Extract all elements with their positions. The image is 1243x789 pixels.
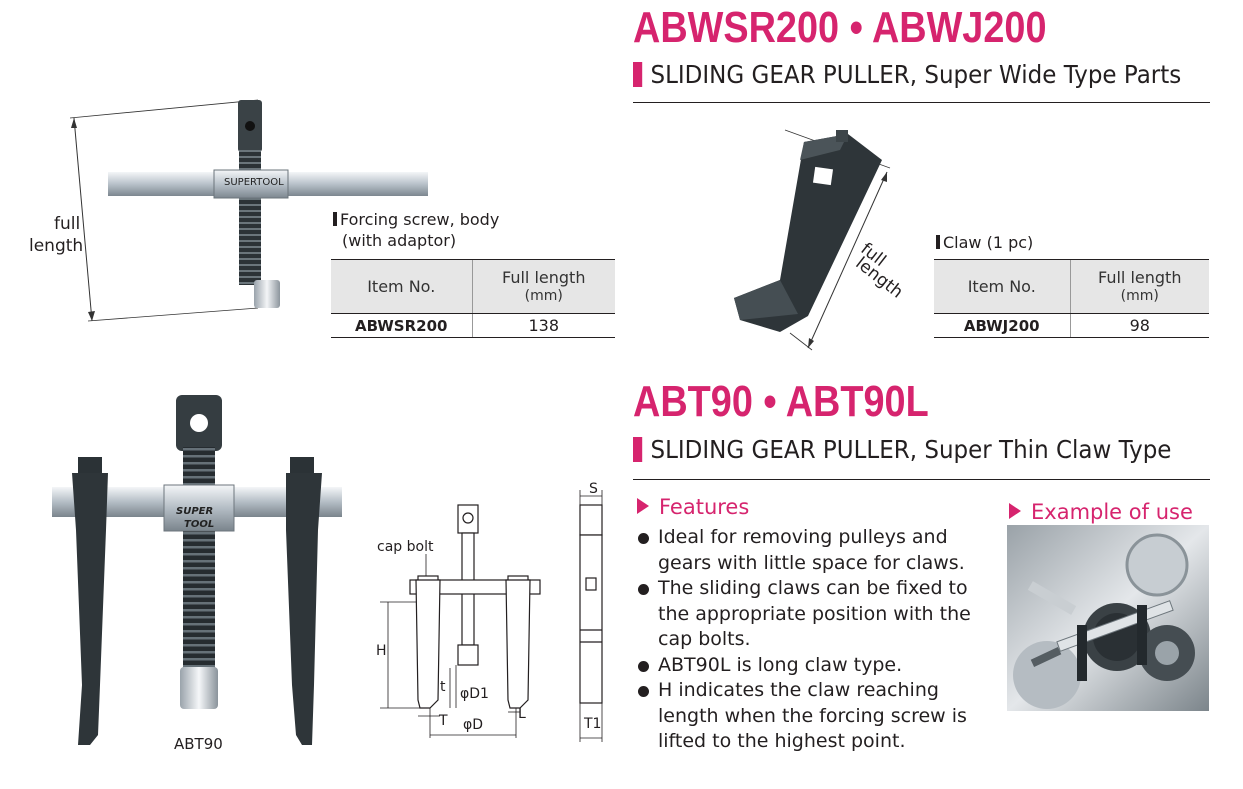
diagram-D-label: φD xyxy=(463,717,484,733)
diagram-t-label: t xyxy=(440,679,446,695)
list-item: ABT90L is long claw type. xyxy=(636,653,981,679)
claw-caption-text: Claw (1 pc) xyxy=(943,233,1034,252)
diagram-H-label: H xyxy=(376,643,387,659)
abt90-brand-line1: SUPER xyxy=(176,506,214,517)
diagram-D1-label: φD1 xyxy=(460,686,489,702)
play-triangle-icon xyxy=(637,498,649,514)
section1-rule xyxy=(633,102,1210,103)
claw-header-length: Full length(mm) xyxy=(1069,259,1209,314)
bullet-icon xyxy=(638,660,649,672)
diagram-T1-label: T1 xyxy=(584,716,602,732)
features-list: Ideal for removing pulleys and gears wit… xyxy=(636,525,981,755)
forcing-screw-header-item: Item No. xyxy=(331,259,472,314)
table-row: ABWJ200 98 xyxy=(934,313,1209,338)
diagram-L-label: L xyxy=(518,706,526,722)
forcing-screw-caption-line1: Forcing screw, body xyxy=(333,210,499,230)
list-item: The sliding claws can be fixed to the ap… xyxy=(636,576,981,653)
forcing-screw-table: Item No. Full length(mm) ABWSR200 138 xyxy=(331,259,615,338)
claw-illustration xyxy=(734,129,891,351)
forcing-screw-illustration xyxy=(69,99,428,322)
claw-header-length-line1: Full length xyxy=(1098,267,1182,287)
list-item: H indicates the claw reaching length whe… xyxy=(636,678,981,755)
features-heading-text: Features xyxy=(659,495,750,519)
example-heading-text: Example of use xyxy=(1031,500,1193,524)
play-triangle-icon xyxy=(1009,503,1021,519)
example-heading: Example of use xyxy=(1009,502,1193,523)
section2-subtitle-text: SLIDING GEAR PULLER, Super Thin Claw Typ… xyxy=(650,435,1172,464)
diagram-T-label: T xyxy=(439,713,448,729)
feature-text: The sliding claws can be fixed to the ap… xyxy=(658,577,971,650)
technical-diagram xyxy=(380,490,603,742)
abt90-puller-illustration xyxy=(52,395,342,745)
section2-title: ABT90 • ABT90L xyxy=(633,377,929,426)
feature-text: Ideal for removing pulleys and gears wit… xyxy=(658,526,965,574)
section2-subtitle: SLIDING GEAR PULLER, Super Thin Claw Typ… xyxy=(633,437,1171,462)
claw-item: ABWJ200 xyxy=(934,313,1070,338)
claw-caption: Claw (1 pc) xyxy=(936,233,1033,253)
abt90-brand-line2: TOOL xyxy=(184,519,215,530)
section1-subtitle-text: SLIDING GEAR PULLER, Super Wide Type Par… xyxy=(650,60,1182,89)
diagram-S-label: S xyxy=(589,481,598,497)
caption-marker xyxy=(333,212,337,226)
feature-text: ABT90L is long claw type. xyxy=(658,653,903,676)
list-item: Ideal for removing pulleys and gears wit… xyxy=(636,525,981,576)
subtitle-marker xyxy=(633,62,643,87)
section1-title: ABWSR200 • ABWJ200 xyxy=(633,3,1047,52)
forcing-screw-header-length: Full length(mm) xyxy=(471,259,615,314)
bullet-icon xyxy=(638,533,649,544)
section1-subtitle: SLIDING GEAR PULLER, Super Wide Type Par… xyxy=(633,62,1181,87)
abt90-caption: ABT90 xyxy=(174,735,223,753)
subtitle-marker xyxy=(633,437,643,462)
claw-table: Item No. Full length(mm) ABWJ200 98 xyxy=(934,259,1209,338)
claw-header-item: Item No. xyxy=(934,259,1070,314)
claw-header-length-line2: (mm) xyxy=(1120,287,1159,304)
forcing-screw-dim-label-line1: full xyxy=(54,214,81,234)
forcing-screw-header-length-line2: (mm) xyxy=(524,287,563,304)
forcing-screw-dim-label-line2: length xyxy=(29,236,84,256)
diagram-cap-bolt-label: cap bolt xyxy=(377,539,434,555)
features-heading: Features xyxy=(637,497,749,518)
feature-text: H indicates the claw reaching length whe… xyxy=(658,679,967,752)
section2-rule xyxy=(633,479,1210,480)
bullet-icon xyxy=(638,584,649,595)
claw-length: 98 xyxy=(1069,313,1209,338)
table-row: ABWSR200 138 xyxy=(331,313,615,338)
forcing-screw-length: 138 xyxy=(471,313,615,338)
forcing-screw-item: ABWSR200 xyxy=(331,313,472,338)
bullet-icon xyxy=(638,686,649,697)
example-of-use-photo xyxy=(1007,525,1209,711)
caption-marker xyxy=(936,235,940,249)
forcing-screw-caption-line2: (with adaptor) xyxy=(342,231,457,250)
forcing-screw-caption-text: Forcing screw, body xyxy=(340,210,500,229)
forcing-screw-header-length-line1: Full length xyxy=(502,267,586,287)
forcing-screw-brand: SUPERTOOL xyxy=(224,177,284,188)
